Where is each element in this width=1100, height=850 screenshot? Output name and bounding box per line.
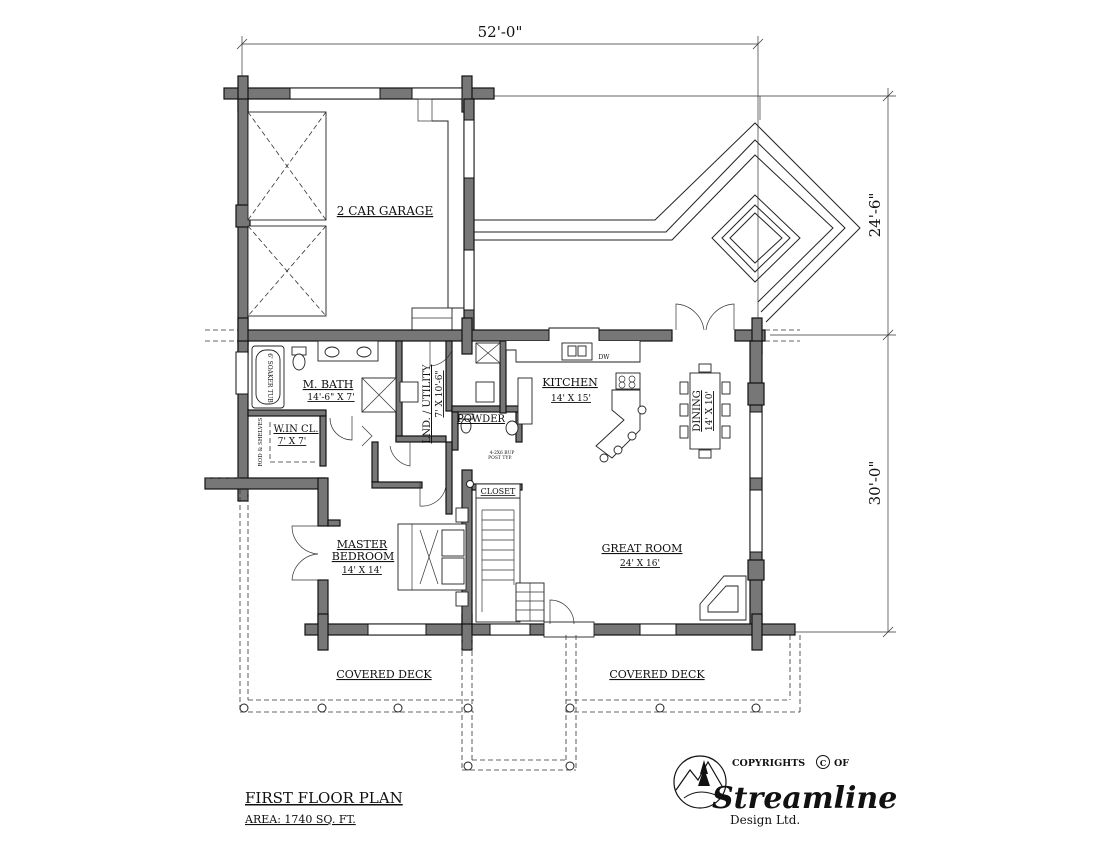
- master-bedroom-label-1: MASTER: [337, 538, 388, 551]
- kitchen-label: KITCHEN: [542, 376, 598, 389]
- deck-left-label: COVERED DECK: [336, 668, 432, 681]
- master-bath-fixtures: 6' SOAKER TUB ROD & SHELVES: [251, 340, 397, 466]
- fireplace: [699, 575, 747, 621]
- stairs: [475, 497, 575, 625]
- dining-label: DINING: [692, 390, 703, 431]
- kitchen-size: 14' X 15': [551, 394, 591, 404]
- garage-label: 2 CAR GARAGE: [337, 204, 433, 218]
- post-note-2: POST TYP.: [488, 455, 512, 461]
- walk-in-closet-size: 7' X 7': [278, 437, 307, 447]
- dishwasher-note: DW: [599, 354, 611, 361]
- roof-hip-outline: [474, 96, 861, 323]
- garage-depth-dimension: 24'-6": [866, 193, 884, 238]
- plan-area: AREA: 1740 SQ. FT.: [244, 813, 356, 826]
- house-depth-dimension: 30'-0": [866, 461, 884, 506]
- copyright-symbol: C: [820, 758, 826, 768]
- kitchen-fixtures: DW: [505, 341, 647, 463]
- rod-shelf-note: ROD & SHELVES: [258, 417, 264, 466]
- company-suffix: Design Ltd.: [730, 813, 800, 827]
- copyright-text: COPYRIGHTS: [732, 758, 805, 769]
- laundry-fixtures: [389, 341, 519, 507]
- master-bedroom-label-2: BEDROOM: [332, 550, 395, 563]
- great-room-size: 24' X 16': [620, 559, 660, 569]
- dining-size: 14' X 10': [705, 391, 715, 431]
- covered-deck-outline: [239, 480, 801, 771]
- copyright-circle: [816, 755, 830, 769]
- deck-right-label: COVERED DECK: [609, 668, 705, 681]
- master-bed: [291, 507, 469, 607]
- master-bedroom-size: 14' X 14': [342, 566, 382, 576]
- powder-label: POWDER: [457, 414, 506, 425]
- closet-label: CLOSET: [481, 487, 516, 496]
- overall-width-dimension: 52'-0": [478, 23, 523, 41]
- garage-structure: [223, 75, 672, 345]
- laundry-label: LND. / UTILITY: [422, 364, 433, 443]
- laundry-size: 7' X 10'-6": [435, 370, 445, 417]
- house-walls: [204, 317, 800, 651]
- master-bath-label: M. BATH: [303, 378, 354, 391]
- closet-box: [475, 483, 521, 499]
- copyright-suffix: OF: [834, 758, 849, 769]
- great-room-label: GREAT ROOM: [602, 542, 683, 555]
- company-name: Streamline: [712, 781, 897, 816]
- master-bath-size: 14'-6" X 7': [307, 393, 354, 403]
- dimension-lines: 52'-0" 24'-6" 30'-0": [236, 23, 896, 638]
- streamline-logo: [673, 755, 727, 809]
- post-note-1: 4-2X6 BUP: [490, 450, 515, 456]
- dining-table: [675, 303, 735, 459]
- plan-title: FIRST FLOOR PLAN: [245, 789, 403, 807]
- walk-in-closet-label: W.IN CL.: [273, 424, 318, 435]
- soaker-tub-note: 6' SOAKER TUB: [266, 353, 273, 403]
